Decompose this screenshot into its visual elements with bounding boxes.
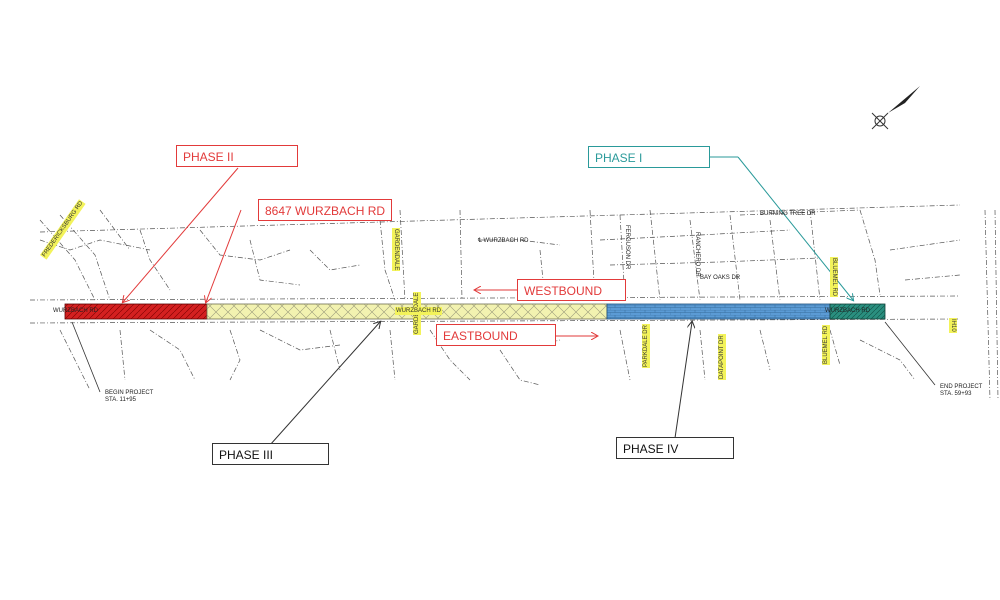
leader-lines xyxy=(71,156,936,446)
bluemel-south-label: BLUEMEL RD xyxy=(822,324,830,365)
phase-i-callout: PHASE I xyxy=(588,146,710,168)
end-project-label: END PROJECT xyxy=(940,384,983,390)
ferguson-label: FERGUSON DR xyxy=(624,225,630,270)
bay-oaks-label: BAY OAKS DR xyxy=(700,275,741,281)
ih10-label: IH10 xyxy=(949,318,957,333)
phase-ii-callout: PHASE II xyxy=(176,145,298,167)
address-callout: 8647 WURZBACH RD xyxy=(258,199,392,221)
datapoint-label: DATAPOINT DR xyxy=(718,334,726,380)
burning-tree-label: BURNING TREE DR xyxy=(760,211,816,217)
gardendale-north-label: GARDENDALE xyxy=(392,228,400,272)
wurzbach-mid-label: WURZBACH RD xyxy=(395,307,442,315)
parkdale-label: PARKDALE DR xyxy=(642,324,650,368)
phase-iv-callout: PHASE IV xyxy=(616,437,734,459)
ranchero-label: RANCHERO DR xyxy=(694,232,700,277)
begin-station-label: STA. 11+95 xyxy=(105,397,136,403)
wurzbach-east-label: WURZBACH RD xyxy=(825,308,870,314)
wurzbach-centerline-label: ℄ WURZBACH RD xyxy=(478,238,529,244)
end-station-label: STA. 59+93 xyxy=(940,391,972,397)
begin-project-label: BEGIN PROJECT xyxy=(105,390,154,396)
phase-iii-callout: PHASE III xyxy=(212,443,329,465)
bluemel-north-label: BLUEMEL RD xyxy=(830,257,838,298)
eastbound-callout: EASTBOUND xyxy=(436,324,556,346)
street-network xyxy=(29,204,999,401)
westbound-callout: WESTBOUND xyxy=(517,279,626,301)
wurzbach-west-label: WURZBACH RD xyxy=(53,308,98,314)
north-arrow-icon xyxy=(871,86,920,130)
